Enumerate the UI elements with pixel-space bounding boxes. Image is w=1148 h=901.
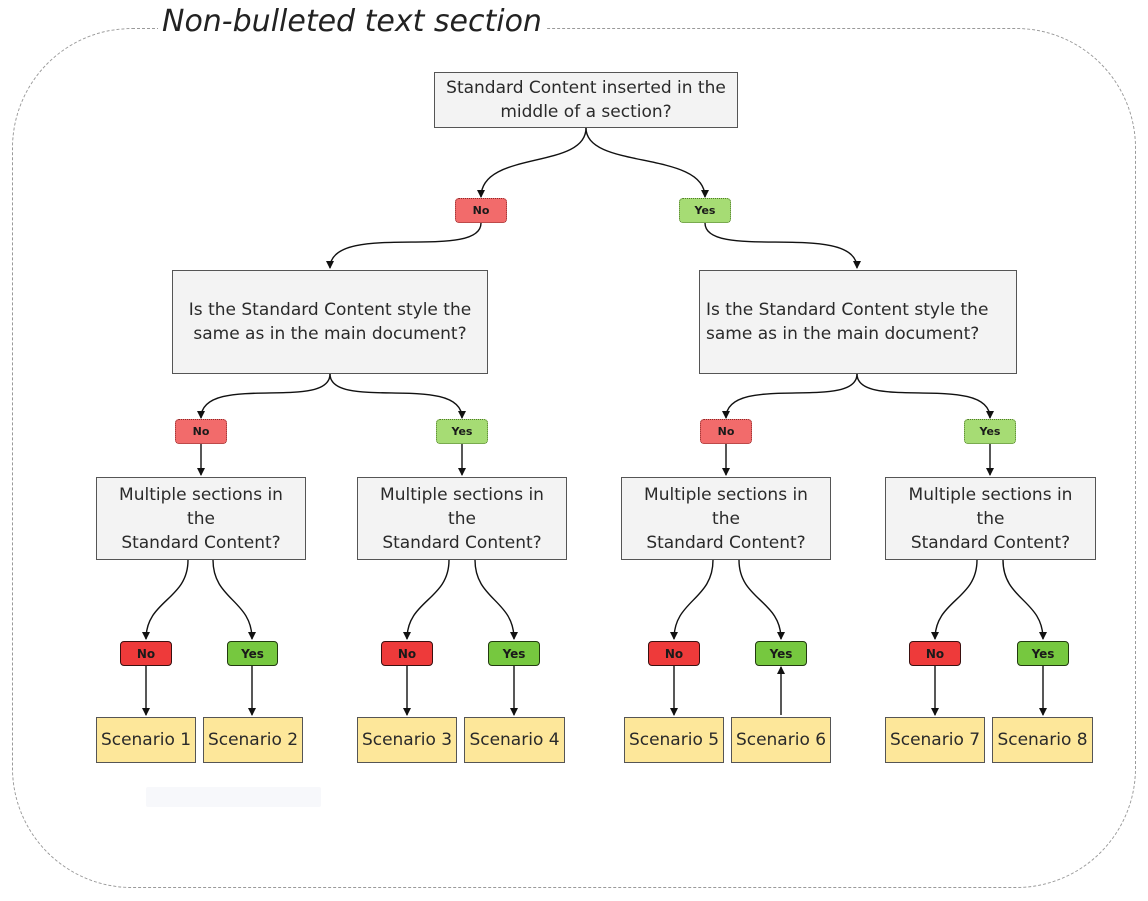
scenario-5-box[interactable]: Scenario 5: [624, 717, 724, 763]
edge-root-yes: [585, 127, 709, 198]
scenario-8-box[interactable]: Scenario 8: [992, 717, 1093, 763]
sections-question-4-line-1: Multiple sections in the: [908, 484, 1073, 529]
section-frame: [12, 28, 1136, 888]
edge-l1b-no: [722, 373, 858, 419]
leaf-no-pill[interactable]: No: [381, 641, 433, 666]
leaf-no-pill[interactable]: No: [909, 641, 961, 666]
root-question-line-2: middle of a section?: [500, 102, 672, 122]
leaf-yes-pill[interactable]: Yes: [1017, 641, 1069, 666]
sections-question-1-line-2: Standard Content?: [121, 532, 281, 553]
sections-question-node-2[interactable]: Multiple sections in the Standard Conten…: [357, 477, 567, 560]
sections-question-3-line-2: Standard Content?: [646, 532, 806, 553]
branch-no-pill[interactable]: No: [175, 419, 227, 444]
sections-question-1-line-1: Multiple sections in the: [119, 484, 283, 529]
style-question-right-line-2: same as in the main document?: [706, 324, 980, 344]
edge-l2a-no: [142, 559, 189, 640]
sections-question-node-1[interactable]: Multiple sections in the Standard Conten…: [96, 477, 306, 560]
sections-question-2-line-1: Multiple sections in the: [380, 484, 544, 529]
edge-root-no: [477, 127, 587, 198]
leaf-yes-pill[interactable]: Yes: [755, 641, 807, 666]
root-question-line-1: Standard Content inserted in the: [446, 78, 726, 98]
section-title: Non-bulleted text section: [158, 2, 546, 42]
scenario-6-box[interactable]: Scenario 6: [731, 717, 831, 763]
edge-l1a-no: [197, 373, 331, 419]
root-question-node[interactable]: Standard Content inserted in the middle …: [434, 72, 738, 128]
sections-question-3-line-1: Multiple sections in the: [644, 484, 808, 529]
branch-no-pill[interactable]: No: [455, 198, 507, 223]
leaf-no-pill[interactable]: No: [648, 641, 700, 666]
style-question-right-line-1: Is the Standard Content style the: [706, 300, 989, 320]
leaf-yes-pill[interactable]: Yes: [227, 641, 278, 666]
style-question-node-right[interactable]: Is the Standard Content style the same a…: [699, 270, 1017, 374]
edge-l2c-yes: [738, 559, 785, 640]
edge-l1b-yes: [856, 373, 994, 419]
branch-no-pill[interactable]: No: [700, 419, 752, 444]
sections-question-node-4[interactable]: Multiple sections in the Standard Conten…: [885, 477, 1096, 560]
branch-yes-pill[interactable]: Yes: [436, 419, 488, 444]
scenario-4-box[interactable]: Scenario 4: [464, 717, 565, 763]
edge-no-l1a: [326, 222, 482, 269]
branch-yes-pill[interactable]: Yes: [679, 198, 731, 223]
branch-yes-pill[interactable]: Yes: [964, 419, 1016, 444]
style-question-left-line-2: same as in the main document?: [193, 324, 467, 344]
scenario-1-box[interactable]: Scenario 1: [96, 717, 196, 763]
edge-yes-l1b: [704, 222, 861, 269]
scenario-2-box[interactable]: Scenario 2: [203, 717, 303, 763]
sections-question-4-line-2: Standard Content?: [910, 532, 1071, 553]
edge-l2a-yes: [212, 559, 256, 640]
edge-l2b-yes: [474, 559, 518, 640]
edge-l2b-no: [403, 559, 450, 640]
edge-l2d-no: [931, 559, 978, 640]
sections-question-2-line-2: Standard Content?: [382, 532, 542, 553]
scenario-3-box[interactable]: Scenario 3: [357, 717, 457, 763]
edge-l1a-yes: [329, 373, 466, 419]
edge-l2d-yes: [1002, 559, 1047, 640]
leaf-no-pill[interactable]: No: [120, 641, 172, 666]
scenario-7-box[interactable]: Scenario 7: [885, 717, 985, 763]
sections-question-node-3[interactable]: Multiple sections in the Standard Conten…: [621, 477, 831, 560]
faded-placeholder: [146, 787, 321, 807]
leaf-yes-pill[interactable]: Yes: [488, 641, 540, 666]
style-question-left-line-1: Is the Standard Content style the: [188, 300, 472, 320]
style-question-node-left[interactable]: Is the Standard Content style the same a…: [172, 270, 488, 374]
edge-l2c-no: [670, 559, 714, 640]
